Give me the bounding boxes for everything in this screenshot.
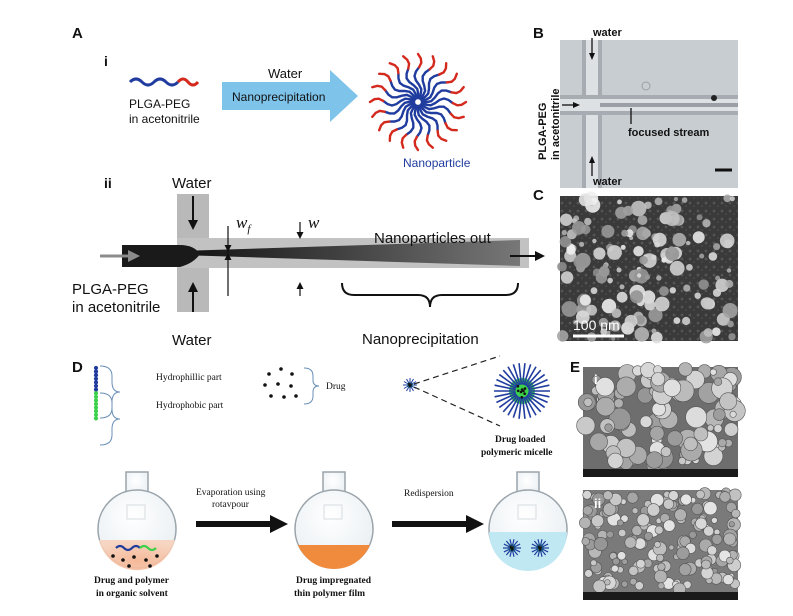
a-ii-inlet-label-1: PLGA-PEG: [72, 281, 149, 298]
b-inlet-arrow-icon: [562, 102, 580, 108]
amphiphilic-chain-icon: [93, 365, 121, 446]
b-water-top: water: [592, 27, 622, 39]
panel-label-c: C: [533, 187, 544, 204]
panel-label-a-ii: ii: [104, 175, 112, 191]
redispersion-arrow-icon: [392, 515, 484, 533]
d-step1-label-1: Evaporation using: [196, 488, 266, 498]
b-stream-label: focused stream: [628, 127, 710, 139]
flask-2-icon: [294, 471, 374, 570]
c-scale-label: 100 nm: [573, 317, 620, 333]
panel-label-e: E: [570, 359, 580, 376]
a-ii-outlet-label: Nanoparticles out: [374, 230, 492, 247]
drug-loaded-micelle-icon: [494, 363, 550, 419]
wf-label: wf: [236, 213, 252, 235]
d-drug-label: Drug: [326, 382, 346, 392]
d-flask2-label-2: thin polymer film: [294, 589, 365, 599]
water-top-arrow-icon: [188, 196, 198, 230]
outlet-arrow-icon: [510, 251, 545, 261]
a-ii-bracket-label: Nanoprecipitation: [362, 331, 479, 348]
panel-label-b: B: [533, 25, 544, 42]
sem-image-e-ii: [579, 487, 742, 600]
d-flask2-label-1: Drug impregnated: [296, 576, 372, 586]
d-step2-label: Redispersion: [404, 489, 454, 499]
d-micelle-label-2: polymeric micelle: [481, 448, 552, 458]
polymer-chain-icon: [128, 77, 200, 87]
sem-image-e-i: [576, 362, 746, 477]
d-step1-label-2: rotavpour: [212, 500, 250, 510]
nanoparticle-icon: [368, 52, 468, 152]
water-bottom-arrow-icon: [188, 282, 198, 312]
a-i-arrow-label: Nanoprecipitation: [232, 90, 325, 104]
d-flask1-label-2: in organic solvent: [96, 589, 169, 599]
panel-label-a: A: [72, 25, 83, 42]
w-marker: [296, 222, 304, 296]
d-hydrophobic-label: Hydrophobic part: [156, 401, 224, 411]
wf-marker: [224, 226, 232, 296]
zoom-lines: [413, 355, 501, 427]
micrograph-b: [560, 40, 738, 188]
small-micelle-icon: [403, 378, 417, 392]
a-ii-inlet-label-2: in acetonitrile: [72, 299, 160, 316]
flask-1-icon: [97, 471, 177, 571]
d-hydrophilic-label: Hydrophillic part: [156, 373, 222, 383]
drug-bracket: [303, 367, 320, 405]
a-ii-water-top: Water: [172, 175, 211, 192]
microfluidic-channel: [122, 194, 529, 312]
a-i-nanoparticle-label: Nanoparticle: [403, 156, 471, 170]
panel-label-e-i: i: [594, 372, 598, 387]
a-ii-water-bottom: Water: [172, 332, 211, 349]
b-water-top-arrow-icon: [589, 38, 595, 60]
panel-label-d: D: [72, 359, 83, 376]
nanoprecipitation-arrow-icon: [222, 70, 358, 122]
sem-image-c: [557, 191, 738, 344]
a-i-polymer-label-1: PLGA-PEG: [129, 97, 190, 111]
evaporation-arrow-icon: [196, 515, 288, 533]
b-side-label: PLGA-PEGin acetonitrile: [537, 88, 562, 160]
a-i-polymer-label-2: in acetonitrile: [129, 112, 200, 126]
drug-dots-icon: [263, 367, 298, 399]
d-micelle-label-1: Drug loaded: [495, 435, 546, 445]
d-flask1-label-1: Drug and polymer: [94, 576, 170, 586]
w-label: w: [308, 213, 320, 232]
nanoprecipitation-bracket: [341, 282, 519, 308]
b-water-bottom: water: [592, 176, 622, 188]
b-water-bottom-arrow-icon: [589, 156, 595, 176]
a-i-water-label: Water: [268, 66, 303, 81]
panel-label-a-i: i: [104, 53, 108, 69]
flask-3-icon: [488, 471, 568, 571]
panel-label-e-ii: ii: [594, 496, 601, 511]
inlet-arrow-icon: [100, 250, 140, 262]
